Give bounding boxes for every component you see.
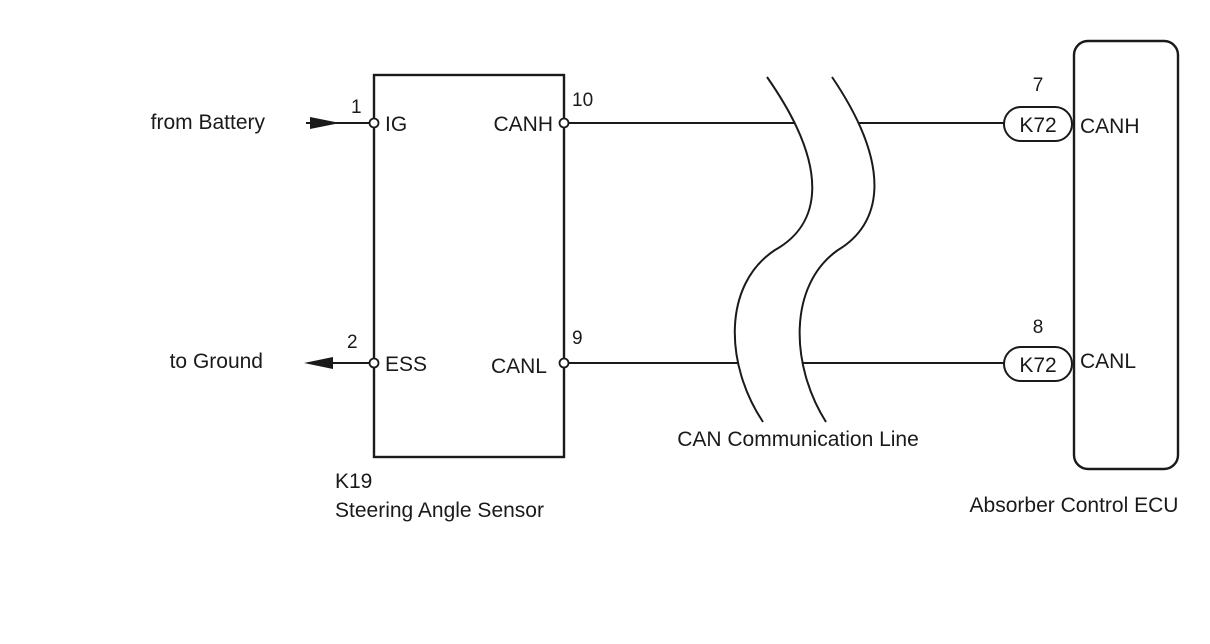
can-line-break-symbol <box>733 76 876 423</box>
pin-10-terminal <box>558 117 570 129</box>
pin-9-terminal <box>558 357 570 369</box>
ecu-connector-canh: K72 <box>1003 106 1073 142</box>
ecu-connector-code-canh: K72 <box>1019 114 1056 137</box>
to-ground-label: to Ground <box>170 350 263 373</box>
can-communication-line-label: CAN Communication Line <box>677 428 919 451</box>
battery-arrow <box>306 117 369 129</box>
ecu-connector-code-canl: K72 <box>1019 354 1056 377</box>
pin-number-10: 10 <box>572 90 593 111</box>
ecu-connector-canl: K72 <box>1003 346 1073 382</box>
pin-1-terminal <box>368 117 380 129</box>
ecu-pin-number-8: 8 <box>1033 317 1044 338</box>
from-battery-label: from Battery <box>151 111 266 134</box>
ecu-signal-canh: CANH <box>1080 115 1140 138</box>
ecu-name: Absorber Control ECU <box>970 494 1179 517</box>
ecu-signal-canl: CANL <box>1080 350 1136 373</box>
pin-name-ess: ESS <box>385 353 427 376</box>
ground-arrow <box>304 357 369 369</box>
pin-number-1: 1 <box>351 97 362 118</box>
ecu-pin-number-7: 7 <box>1033 75 1044 96</box>
absorber-control-ecu-box <box>1072 39 1180 471</box>
pin-2-terminal <box>368 357 380 369</box>
pin-number-2: 2 <box>347 332 358 353</box>
steering-angle-sensor-box <box>372 73 566 459</box>
sensor-connector-code: K19 <box>335 470 372 493</box>
pin-name-canh: CANH <box>493 113 553 136</box>
sensor-name: Steering Angle Sensor <box>335 499 544 522</box>
pin-name-canl: CANL <box>491 355 547 378</box>
pin-number-9: 9 <box>572 328 583 349</box>
pin-name-ig: IG <box>385 113 407 136</box>
